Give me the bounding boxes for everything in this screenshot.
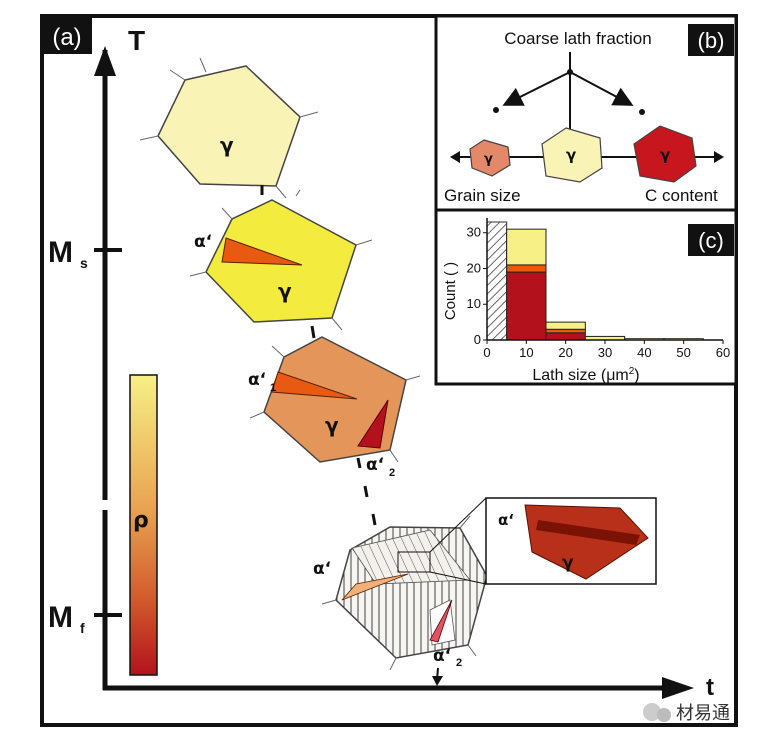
histogram-bar [545, 321, 586, 330]
alpha-lath-dark [357, 399, 389, 449]
grain-intermediate: α‘ 1 γ α‘ 2 [248, 336, 421, 479]
y-tick-label: 30 [467, 225, 481, 240]
colorbar-label: ρ [133, 508, 149, 533]
histogram-bar [545, 328, 586, 334]
grain-small: γ [469, 139, 511, 177]
grain-at-ms: α‘ γ [189, 189, 373, 331]
x-axis-arrow [662, 677, 694, 699]
grain-martensitic: α‘ α‘ 2 [313, 515, 503, 686]
inset-gamma-label: γ [562, 553, 574, 573]
x-tick-label: 60 [716, 345, 730, 360]
phase-alpha1-label: α‘ [313, 559, 331, 579]
x-tick-label: 0 [483, 345, 490, 360]
zoom-line [429, 497, 487, 553]
y-axis-arrow [94, 46, 116, 76]
c-content-label: C content [645, 186, 718, 205]
grain-austenite-high: γ [139, 57, 319, 199]
alpha-lath [221, 237, 303, 266]
phase-alpha1-label: α‘ [194, 232, 212, 252]
dash-connector [356, 457, 377, 526]
x-tick-label: 50 [676, 345, 690, 360]
phase-alpha2-label: α‘ [366, 455, 384, 475]
svg-text:γ: γ [566, 146, 576, 164]
ms-label: M [48, 236, 73, 269]
histogram-bar [506, 228, 547, 266]
panel-c-label: (c) [698, 228, 724, 253]
zoom-inset: α‘ γ [485, 497, 657, 585]
x-tick-label: 40 [637, 345, 651, 360]
histogram: 0 10 20 30 40 50 60 0 10 20 30 [467, 218, 730, 360]
y-axis-label: Count ( ) [442, 262, 459, 320]
histogram-bar [506, 271, 547, 341]
panel-b: (b) Coarse lath fraction γ γ γ Grain siz… [434, 14, 738, 212]
x-axis-label: Lath size (μm2) [532, 366, 639, 384]
watermark-text: 材易通 [676, 703, 730, 724]
alpha-lath [341, 573, 409, 601]
grain-high-carbon: γ [633, 125, 697, 183]
y-axis-break [99, 500, 111, 510]
panel-c-frame [434, 208, 738, 386]
histogram-bar [506, 264, 547, 273]
ms-subscript: s [80, 255, 88, 271]
inset-alpha-label: α‘ [498, 511, 514, 529]
phase-alpha1-label: α‘ [248, 370, 266, 390]
phase-gamma-label: γ [220, 133, 234, 157]
dash-connector [310, 325, 316, 339]
x-tick-label: 10 [519, 345, 533, 360]
alpha-lath [271, 371, 358, 400]
panel-c: (c) 0 10 20 30 40 50 60 0 10 20 30 Count ( ) Lath … [434, 208, 738, 386]
phase-gamma-label: γ [325, 413, 339, 437]
grain-medium: γ [541, 127, 603, 183]
zoom-line [429, 571, 487, 585]
phase-gamma-label: γ [278, 279, 292, 303]
panel-a: (a) T t M s M f ρ γ [40, 14, 738, 727]
mf-label: M [48, 601, 73, 634]
y-axis-label: T [128, 25, 145, 56]
phase-alpha1-sub: 1 [270, 382, 276, 394]
panel-a-label-box [42, 18, 92, 54]
y-tick-label: 10 [467, 296, 481, 311]
hatched-bar [486, 221, 508, 341]
density-colorbar [129, 374, 158, 676]
panel-c-label-box [688, 224, 734, 256]
panel-b-label: (b) [698, 28, 725, 53]
phase-alpha2-sub: 2 [389, 467, 395, 479]
phase-alpha2-sub: 2 [456, 657, 462, 669]
histogram-bar [545, 332, 586, 341]
svg-text:γ: γ [484, 152, 493, 167]
mf-subscript: f [80, 620, 85, 636]
phase-alpha2-label: α‘ [433, 646, 451, 666]
x-axis-label: t [706, 674, 714, 701]
panel-a-label: (a) [52, 24, 81, 51]
x-tick-label: 30 [598, 345, 612, 360]
y-tick-label: 20 [467, 260, 481, 275]
alpha-lath-dark [429, 599, 453, 643]
coarse-lath-label: Coarse lath fraction [504, 29, 651, 48]
grain-size-label: Grain size [444, 186, 521, 205]
zoom-region [397, 551, 431, 573]
x-tick-label: 20 [558, 345, 572, 360]
svg-text:γ: γ [660, 146, 670, 164]
panel-b-label-box [688, 24, 734, 56]
watermark: 材易通 [643, 703, 730, 724]
y-tick-label: 0 [474, 332, 481, 347]
